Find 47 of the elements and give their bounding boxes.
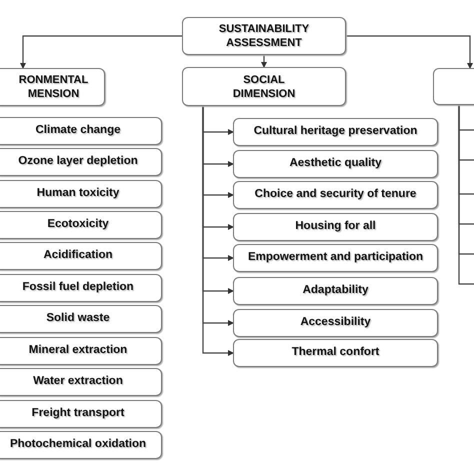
- indicator-label: Adaptability: [302, 283, 368, 298]
- indicator-label: Solid waste: [46, 311, 110, 326]
- indicator-label: Cultural heritage preservation: [254, 124, 418, 140]
- dimension-box: [0, 68, 105, 106]
- indicator-label: Aesthetic quality: [289, 156, 382, 172]
- indicator-label: Ozone layer depletion: [18, 154, 138, 170]
- indicator-box: [0, 400, 162, 428]
- indicator-box: [233, 339, 438, 367]
- indicator-label: Climate change: [36, 123, 120, 138]
- box-heading: SUSTAINABILITY ASSESSMENT: [218, 22, 310, 50]
- indicator-box: [233, 277, 438, 305]
- indicator-box: [233, 181, 438, 209]
- indicator-label: Freight transport: [32, 406, 124, 422]
- indicator-box: [233, 118, 438, 146]
- indicator-label: Water extraction: [33, 374, 123, 390]
- indicator-box: [233, 309, 438, 337]
- box-heading: RONMENTAL MENSION: [18, 73, 90, 101]
- indicator-label: Thermal confort: [292, 345, 380, 360]
- connector-arrow: [261, 55, 267, 68]
- indicator-label: Choice and security of tenure: [254, 187, 416, 202]
- connector-arrow: [20, 35, 182, 69]
- box-heading: SOCIAL DIMENSION: [232, 72, 296, 100]
- dimension-box: [182, 17, 346, 55]
- indicator-label: Acidification: [43, 248, 112, 264]
- indicator-box: [233, 213, 438, 241]
- indicator-box: [0, 368, 162, 396]
- indicator-label: Housing for all: [295, 219, 376, 234]
- indicator-box: [0, 242, 162, 270]
- dimension-box: [182, 67, 346, 106]
- indicator-label: Mineral extraction: [28, 343, 128, 358]
- indicator-box: [0, 117, 162, 145]
- indicator-box: [0, 305, 162, 333]
- indicator-label: Empowerment and participation: [248, 250, 424, 266]
- indicator-label: Accessibility: [300, 315, 371, 330]
- indicator-box: [0, 148, 162, 176]
- indicator-label: Fossil fuel depletion: [22, 280, 134, 296]
- indicator-box: [233, 244, 438, 272]
- indicator-label: Photochemical oxidation: [10, 437, 146, 452]
- indicator-box: [0, 211, 162, 239]
- indicator-box: [0, 337, 162, 365]
- indicator-label: Ecotoxicity: [47, 217, 109, 232]
- connector-arrow: [346, 35, 473, 69]
- indicator-box: [0, 180, 162, 208]
- indicator-label: Human toxicity: [36, 186, 120, 202]
- indicator-box: [233, 150, 438, 178]
- indicator-box: [0, 431, 162, 459]
- indicator-box: [0, 274, 162, 302]
